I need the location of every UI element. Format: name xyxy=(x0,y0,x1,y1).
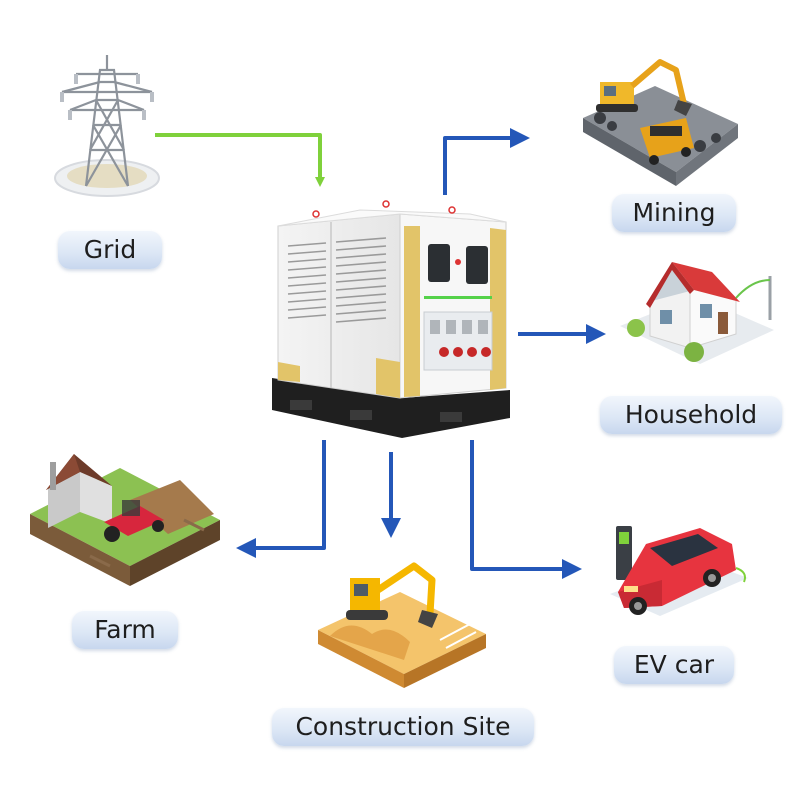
house-icon xyxy=(620,262,774,364)
farm-tractor-icon xyxy=(30,454,220,586)
construction-excavator-icon xyxy=(318,562,486,688)
grid-label: Grid xyxy=(58,231,162,269)
mining-label: Mining xyxy=(612,194,736,232)
unit-to-farm-arrow xyxy=(236,440,326,558)
grid-to-unit-arrow xyxy=(155,133,325,187)
household-label: Household xyxy=(600,396,782,434)
unit-to-mining-arrow xyxy=(443,128,530,195)
excavator-quarry-icon xyxy=(583,59,738,186)
farm-label: Farm xyxy=(72,611,178,649)
unit-to-ev-arrow xyxy=(470,440,582,579)
ev-car-label: EV car xyxy=(614,646,734,684)
battery-storage-unit-icon xyxy=(272,200,510,438)
ev-car-charging-icon xyxy=(610,526,748,616)
transmission-tower-icon xyxy=(54,55,160,197)
construction-site-label: Construction Site xyxy=(272,708,534,746)
